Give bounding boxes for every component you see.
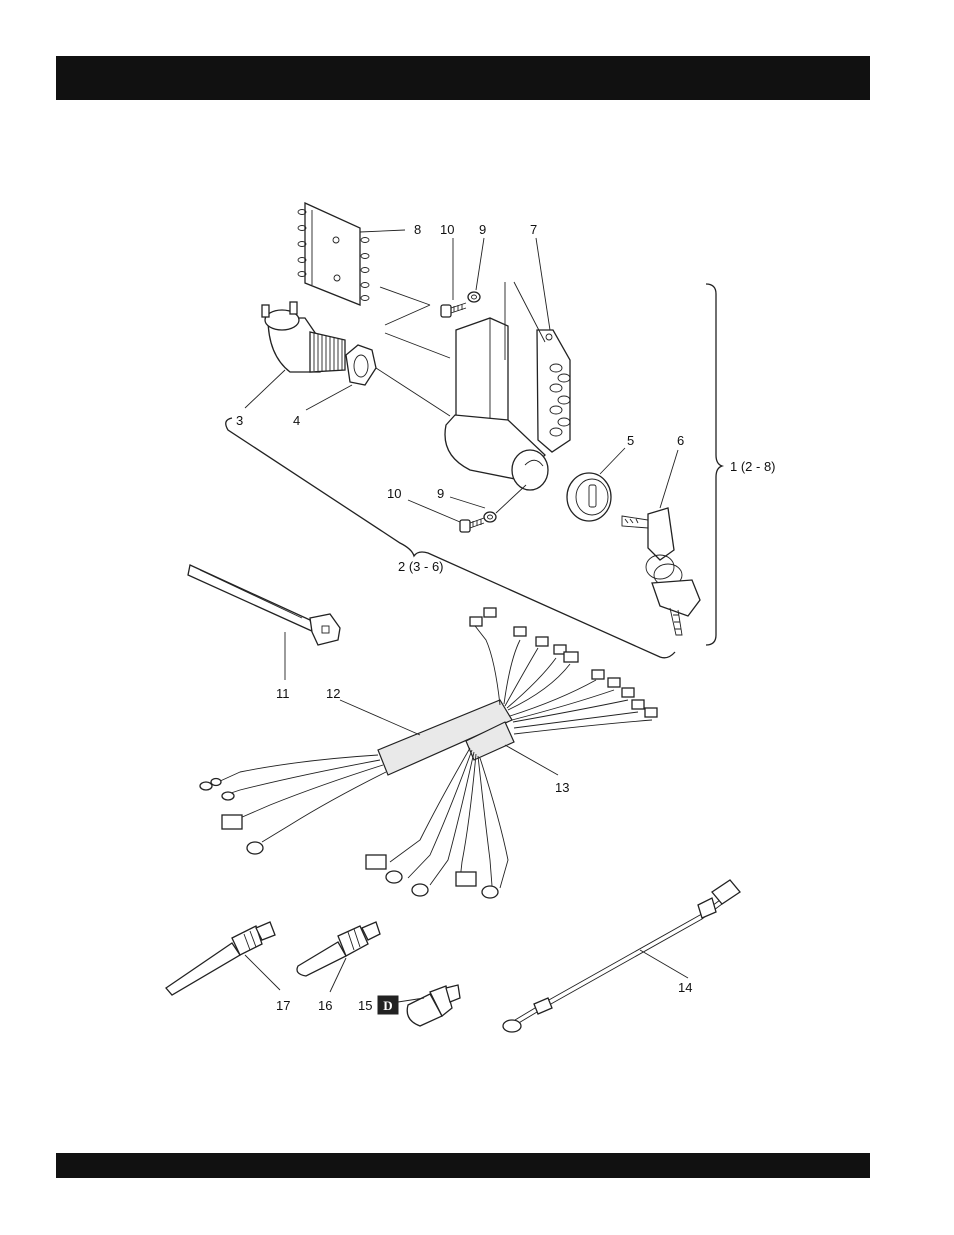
callout-13: 13 [555, 780, 569, 795]
screw-bottom [460, 518, 484, 532]
diesel-badge-letter: D [383, 998, 392, 1013]
callout-3: 3 [236, 413, 243, 428]
callout-10-top: 10 [440, 222, 454, 237]
callout-1-assembly: 1 (2 - 8) [730, 459, 776, 474]
screw-top [441, 303, 466, 317]
callout-9-bottom: 9 [437, 486, 444, 501]
cable-tie [188, 565, 340, 645]
callout-16: 16 [318, 998, 332, 1013]
ignition-keys [622, 508, 700, 635]
ignition-switch-housing [445, 282, 570, 490]
hex-nut [346, 345, 376, 385]
callout-4: 4 [293, 413, 300, 428]
callout-2-assembly: 2 (3 - 6) [398, 559, 444, 574]
callout-8: 8 [414, 222, 421, 237]
callout-17: 17 [276, 998, 290, 1013]
callout-14: 14 [678, 980, 692, 995]
sensor-16 [297, 922, 380, 976]
callout-7: 7 [530, 222, 537, 237]
washer-bottom [484, 512, 496, 522]
terminal-cover-plate [298, 203, 369, 305]
callout-11: 11 [276, 686, 290, 701]
callout-5: 5 [627, 433, 634, 448]
callout-9-top: 9 [479, 222, 486, 237]
callout-12: 12 [326, 686, 340, 701]
switch-core [262, 302, 345, 372]
wiring-harness [200, 608, 657, 898]
callout-15: 15 [358, 998, 372, 1013]
lead-wire-14 [503, 880, 740, 1032]
bracket-assembly-1 [706, 284, 722, 645]
washer-top [468, 292, 480, 302]
sensor-15 [407, 985, 460, 1026]
callout-10-bottom: 10 [387, 486, 401, 501]
sensor-17 [166, 922, 275, 995]
dust-cap [567, 473, 611, 521]
callout-6: 6 [677, 433, 684, 448]
